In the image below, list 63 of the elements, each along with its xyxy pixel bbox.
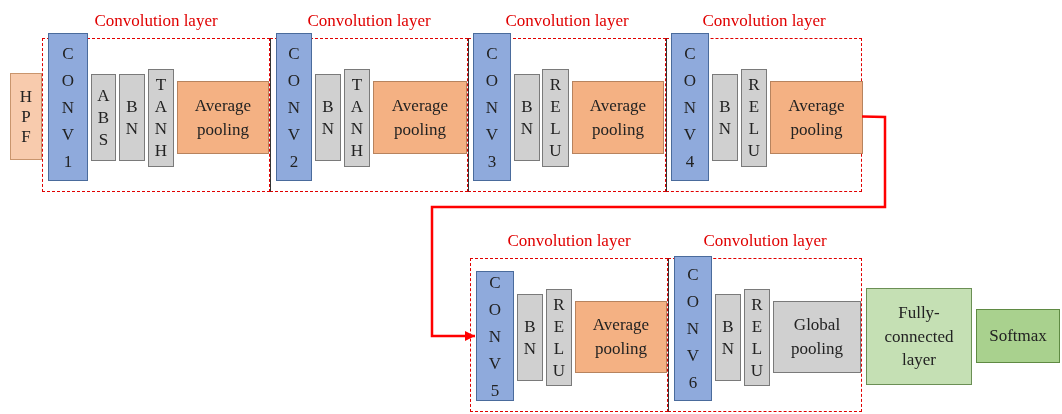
group-heading: Convolution layer [701, 11, 827, 31]
block-label: BN [519, 95, 535, 140]
block-label: Global pooling [790, 314, 844, 360]
layer-block [712, 74, 738, 161]
pooling-block [773, 301, 861, 373]
block-label: Average pooling [390, 94, 450, 141]
conv-block [671, 33, 709, 181]
block-label: TANH [153, 74, 169, 162]
block-label: CONV4 [682, 42, 698, 173]
block-label: BN [720, 315, 736, 360]
block-label: BN [124, 95, 140, 140]
layer-block [546, 289, 572, 386]
block-label: Softmax [988, 325, 1048, 348]
group-heading: Convolution layer [702, 231, 828, 251]
layer-block [542, 69, 569, 167]
block-label: ABS [96, 84, 111, 151]
pooling-block [177, 81, 269, 154]
block-label: CONV6 [685, 264, 701, 394]
block-label: RELU [548, 74, 563, 162]
pooling-block [373, 81, 467, 154]
block-label: CONV3 [484, 42, 500, 173]
conv-block [476, 271, 514, 401]
layer-block [315, 74, 341, 161]
block-label: BN [320, 95, 336, 140]
pooling-block [575, 301, 667, 373]
dense-block [866, 288, 972, 385]
group-heading: Convolution layer [93, 11, 219, 31]
block-label: CONV1 [60, 42, 76, 173]
block-label: BN [522, 315, 538, 360]
block-label: CONV2 [286, 42, 302, 173]
pooling-block [770, 81, 863, 154]
block-label: Average pooling [787, 94, 846, 141]
block-label: RELU [749, 293, 765, 382]
pooling-block [572, 81, 664, 154]
block-label: Fully-connected layer [883, 301, 955, 372]
layer-block [741, 69, 767, 167]
softmax-block [976, 309, 1060, 363]
block-label: Average pooling [588, 94, 648, 141]
block-label: RELU [746, 74, 762, 162]
layer-block [744, 289, 770, 386]
block-label: RELU [551, 293, 567, 382]
layer-block [344, 69, 370, 167]
block-label: HPF [18, 86, 34, 147]
block-label: Average pooling [591, 314, 651, 360]
layer-block [91, 74, 116, 161]
block-label: TANH [349, 74, 365, 162]
layer-block [119, 74, 145, 161]
group-heading: Convolution layer [506, 231, 632, 251]
layer-block [715, 294, 741, 381]
conv-block [674, 256, 712, 401]
block-label: BN [717, 95, 733, 140]
block-label: CONV5 [487, 271, 503, 402]
block-label: Average pooling [193, 94, 253, 141]
layer-block [148, 69, 174, 167]
conv-block [48, 33, 88, 181]
layer-block [514, 74, 540, 161]
group-heading: Convolution layer [306, 11, 432, 31]
arrow [430, 115, 887, 341]
filter-block [10, 73, 42, 160]
conv-block [276, 33, 312, 181]
conv-block [473, 33, 511, 181]
layer-block [517, 294, 543, 381]
group-heading: Convolution layer [504, 11, 630, 31]
